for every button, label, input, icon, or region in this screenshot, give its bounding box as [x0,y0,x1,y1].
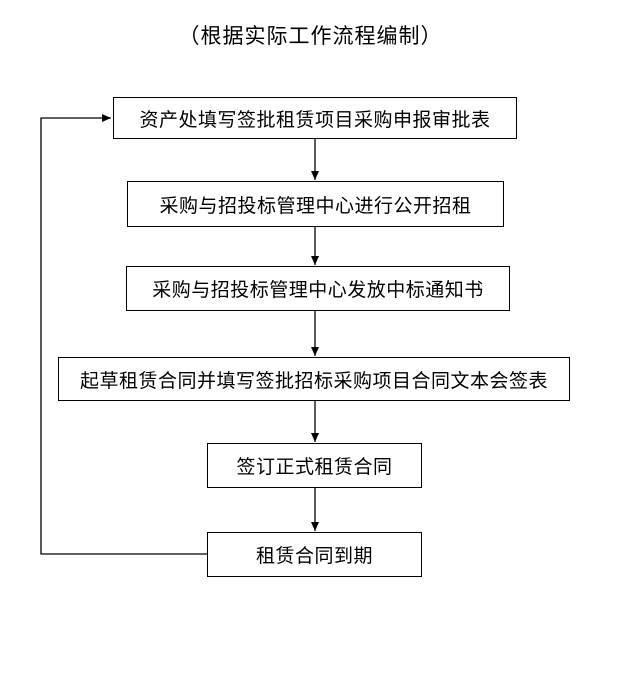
flow-step-2-label: 采购与招投标管理中心进行公开招租 [159,194,472,217]
flowchart-title: （根据实际工作流程编制） [178,24,443,48]
flow-step-6-label: 租赁合同到期 [255,545,373,567]
flow-step-5-label: 签订正式租赁合同 [236,456,393,478]
flow-step-3-label: 采购与招投标管理中心发放中标通知书 [152,279,484,301]
flow-step-6: 租赁合同到期 [207,532,422,577]
loop-step6-to-step1 [40,114,207,555]
flow-step-4: 起草租赁合同并填写签批招标采购项目合同文本会签表 [58,357,570,401]
flow-step-5: 签订正式租赁合同 [207,443,422,488]
flow-step-1-label: 资产处填写签批租赁项目采购申报审批表 [139,108,491,131]
flow-step-4-label: 起草租赁合同并填写签批招标采购项目合同文本会签表 [79,369,548,392]
flow-step-1: 资产处填写签批租赁项目采购申报审批表 [113,97,517,139]
flow-step-2: 采购与招投标管理中心进行公开招租 [127,181,504,227]
flow-step-3: 采购与招投标管理中心发放中标通知书 [126,266,510,311]
